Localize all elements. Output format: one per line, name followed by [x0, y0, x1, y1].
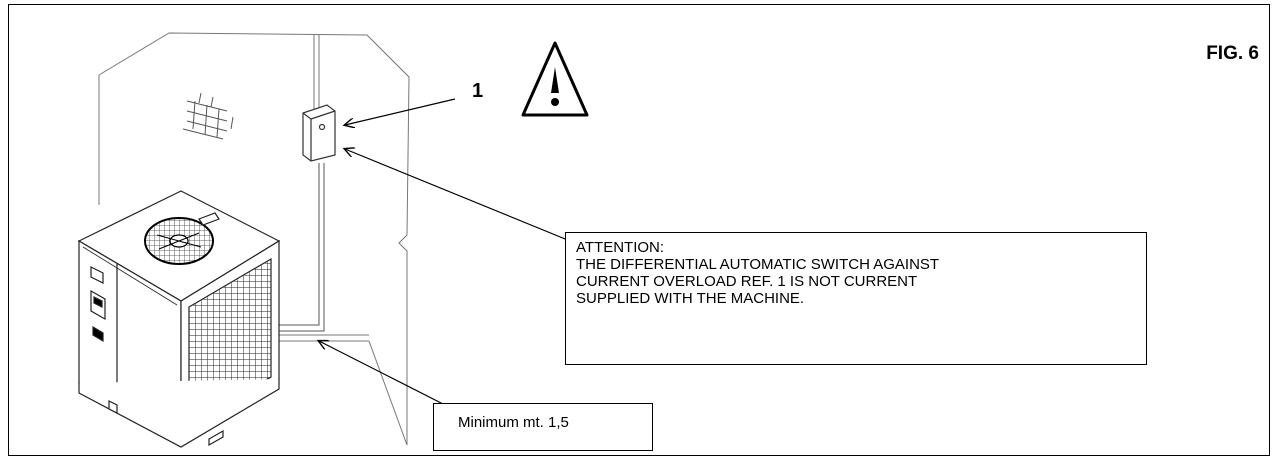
callout-line: CURRENT OVERLOAD REF. 1 IS NOT CURRENT — [576, 273, 918, 290]
arrow-attention — [345, 149, 576, 244]
figure-frame: FIG. 6 1 ATTENTION: THE DIFFERENTIAL AUT… — [8, 4, 1270, 456]
brick-pattern — [182, 92, 234, 140]
arrow-ref-1 — [345, 98, 456, 125]
callout-line: ATTENTION: — [576, 239, 665, 256]
power-cable — [271, 163, 325, 332]
figure-label: FIG. 6 — [1206, 43, 1259, 64]
attention-callout: ATTENTION: THE DIFFERENTIAL AUTOMATIC SW… — [565, 232, 1147, 365]
warning-triangle-icon — [521, 41, 589, 117]
installation-drawing — [77, 32, 589, 448]
callout-line: THE DIFFERENTIAL AUTOMATIC SWITCH AGAINS… — [576, 256, 940, 273]
minimum-distance-label: Minimum mt. 1,5 — [433, 403, 653, 451]
dryer-unit — [77, 190, 281, 448]
differential-switch — [302, 104, 336, 162]
reference-number: 1 — [472, 80, 484, 102]
leader-arrows — [319, 98, 576, 406]
callout-line: SUPPLIED WITH THE MACHINE. — [576, 290, 805, 307]
arrow-minimum — [319, 341, 446, 406]
